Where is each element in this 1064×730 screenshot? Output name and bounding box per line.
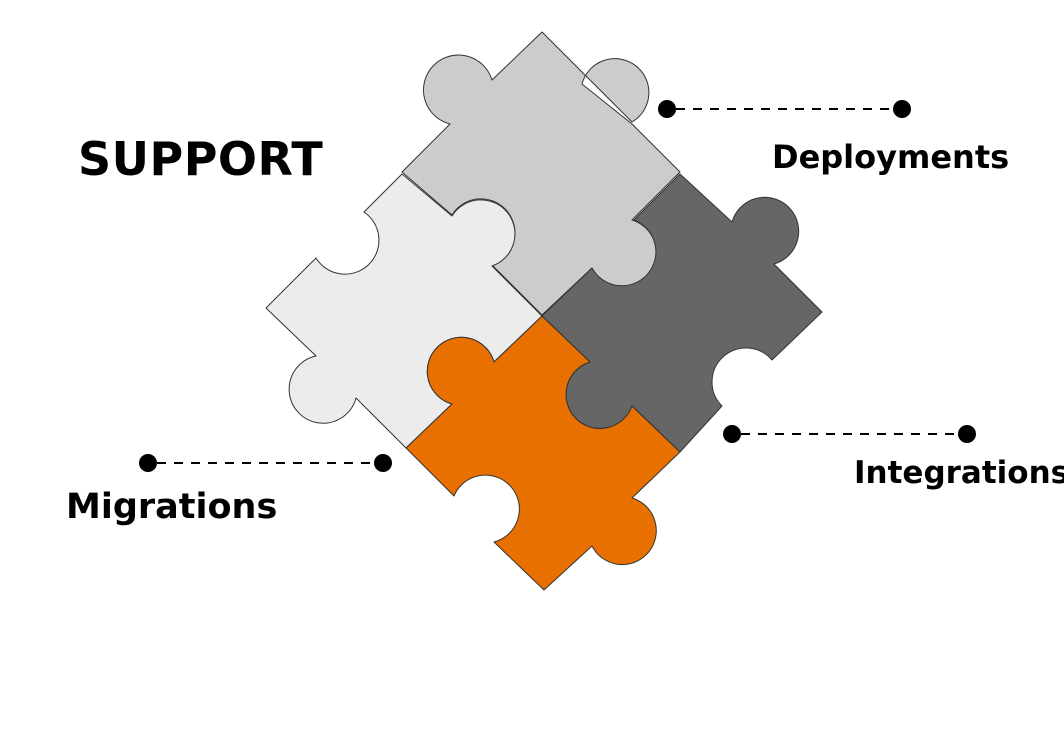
label-integrations: Integrations xyxy=(854,455,1064,491)
connector-integrations xyxy=(723,425,976,443)
connector-dot-start xyxy=(723,425,741,443)
connector-dot-start xyxy=(139,454,157,472)
label-deployments: Deployments xyxy=(772,138,1010,176)
connector-dot-end xyxy=(958,425,976,443)
label-migrations: Migrations xyxy=(66,487,278,527)
puzzle-piece-bottom xyxy=(405,315,681,591)
connector-deployments xyxy=(658,100,911,118)
diagram-title: SUPPORT xyxy=(78,132,324,186)
connector-dot-end xyxy=(374,454,392,472)
connector-dot-end xyxy=(893,100,911,118)
connector-migrations xyxy=(139,454,392,472)
connector-dot-start xyxy=(658,100,676,118)
